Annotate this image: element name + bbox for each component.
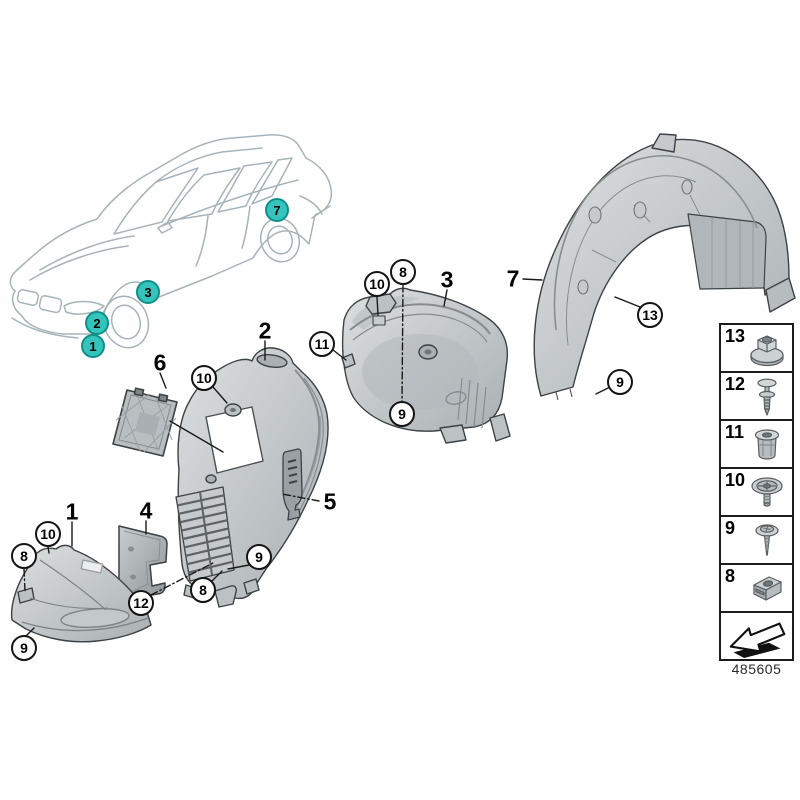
legend-item-number: 13 xyxy=(725,326,746,346)
part-number-label-1[interactable]: 1 xyxy=(65,498,79,525)
fastener-callout-9-2[interactable]: 9 xyxy=(11,635,37,661)
fastener-callout-8-4[interactable]: 8 xyxy=(190,577,216,603)
legend-item-number: 12 xyxy=(725,374,746,394)
legend-item-11: 11 xyxy=(719,419,794,469)
part-number-label-6[interactable]: 6 xyxy=(153,349,167,376)
part-number-label-5[interactable]: 5 xyxy=(323,488,337,515)
legend-item-12: 12 xyxy=(719,371,794,421)
part-number-label-3[interactable]: 3 xyxy=(440,266,454,293)
fastener-callout-9-5[interactable]: 9 xyxy=(246,544,272,570)
expanding-rivet-icon xyxy=(742,375,792,419)
fastener-callout-8-9[interactable]: 8 xyxy=(390,259,416,285)
tapping-screw-icon xyxy=(742,519,792,563)
legend-item-number: 11 xyxy=(725,422,745,442)
car-hotspot-badge-2[interactable]: 2 xyxy=(85,311,109,335)
diagram-number: 485605 xyxy=(731,661,782,677)
legend-item-number: 10 xyxy=(725,470,746,490)
part-1-lower-wheel-arch-cover xyxy=(10,544,152,643)
leader-lines xyxy=(23,278,641,637)
car-hotspot-badge-1[interactable]: 1 xyxy=(81,334,105,358)
fastener-callout-10-8[interactable]: 10 xyxy=(364,271,390,297)
part-5-bracket xyxy=(282,448,303,521)
legend-item-number: 9 xyxy=(725,518,736,538)
fastener-callout-11-7[interactable]: 11 xyxy=(309,331,335,357)
fastener-callout-9-10[interactable]: 9 xyxy=(389,401,415,427)
legend-item-8: 8 xyxy=(719,563,794,613)
part-2-front-wheel-arch-liner xyxy=(175,347,329,608)
part-4-cover-flap xyxy=(118,525,168,601)
expansion-nut-icon xyxy=(742,423,792,467)
legend-item-number: 8 xyxy=(725,566,736,586)
car-hotspot-badge-7[interactable]: 7 xyxy=(265,198,289,222)
dash-dot-leaders xyxy=(23,284,404,596)
part-6-cover-flap xyxy=(112,387,178,457)
part-3-wheelhouse-rear-section xyxy=(341,287,511,444)
fastener-callout-10-0[interactable]: 10 xyxy=(35,521,61,547)
legend-direction-arrow-box xyxy=(719,611,794,661)
legend-item-9: 9 xyxy=(719,515,794,565)
direction-arrow-icon xyxy=(724,614,791,660)
bracket-slots xyxy=(287,459,298,484)
part-number-label-2[interactable]: 2 xyxy=(258,317,272,344)
fastener-callout-8-1[interactable]: 8 xyxy=(11,543,37,569)
legend-item-10: 10 xyxy=(719,467,794,517)
car-outline-illustration xyxy=(9,134,333,349)
car-hotspot-badge-3[interactable]: 3 xyxy=(136,280,160,304)
part-7-rear-wheel-arch-liner xyxy=(533,133,796,401)
fastener-callout-9-12[interactable]: 9 xyxy=(607,369,633,395)
cage-clip-icon xyxy=(742,567,792,611)
fastener-callout-13-11[interactable]: 13 xyxy=(637,302,663,328)
fastener-callout-10-6[interactable]: 10 xyxy=(191,365,217,391)
part-number-label-7[interactable]: 7 xyxy=(506,265,520,292)
hex-nut-icon xyxy=(742,327,792,371)
fastener-legend: 13 12 11 10 9 8 xyxy=(719,323,794,661)
part-number-label-4[interactable]: 4 xyxy=(139,497,153,524)
fastener-callout-12-3[interactable]: 12 xyxy=(128,590,154,616)
screw-clip-icon xyxy=(742,471,792,515)
legend-item-13: 13 xyxy=(719,323,794,373)
